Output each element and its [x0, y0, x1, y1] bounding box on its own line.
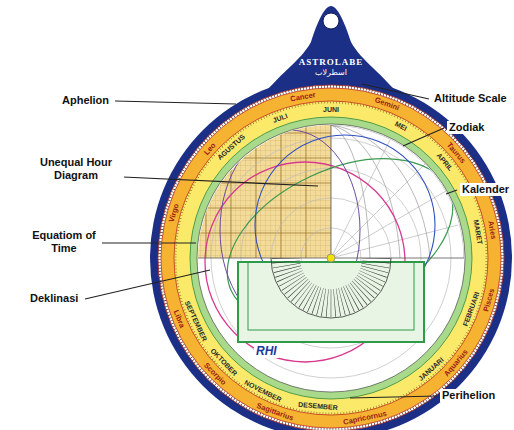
logo-text: RHI	[254, 344, 279, 358]
callout-label: Kalender	[460, 183, 511, 196]
tab-title-arabic: اسطرلاب	[281, 68, 381, 78]
callout-label: Aphelion	[60, 94, 111, 107]
callout-label: Zodiak	[447, 121, 486, 134]
callout-label: Perihelion	[440, 389, 497, 402]
callout-label: Deklinasi	[28, 292, 80, 305]
tab-title: ASTROLABE	[281, 57, 381, 68]
callout-label: Altitude Scale	[432, 92, 509, 105]
callout-label: Unequal Hour Diagram	[28, 156, 124, 182]
month-name: JUNI	[323, 106, 339, 113]
callout-label: Equatiom of Time	[26, 229, 102, 255]
